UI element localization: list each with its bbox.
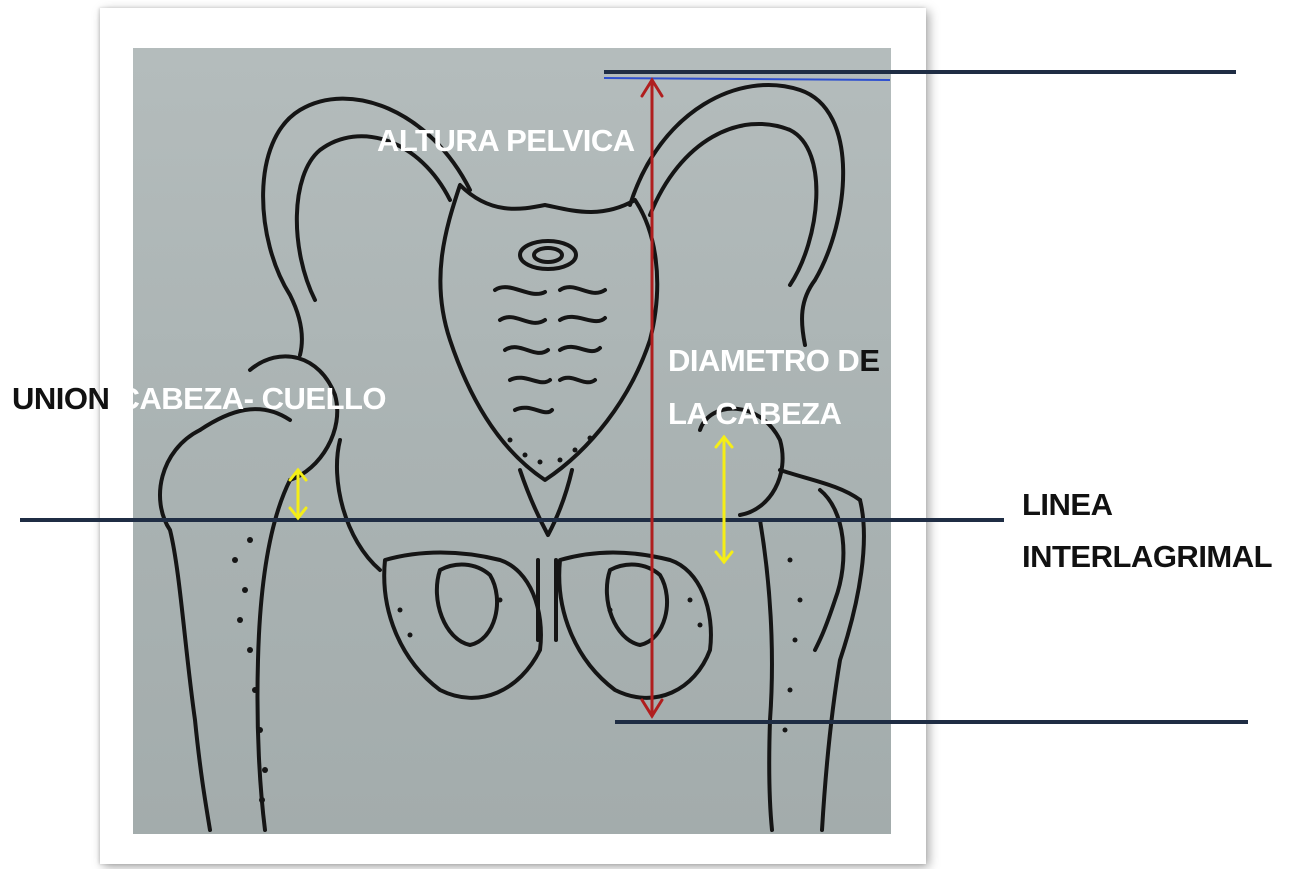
blue-edge-line [604, 78, 890, 80]
diametro-cabeza-label-line2: LA CABEZA [668, 393, 841, 435]
union-cabeza-cuello-label: UNION CABEZA- CUELLO [12, 378, 386, 420]
right-trochanter [815, 490, 843, 650]
right-femur-neck [780, 470, 860, 500]
left-femur-outer [160, 430, 210, 830]
union-label-part2: CABEZA- CUELLO [118, 381, 387, 416]
pelvic-height-arrow [642, 80, 662, 716]
diametro-part2: E [859, 343, 879, 378]
pelvis-drawing [160, 85, 864, 830]
diametro-part1: DIAMETRO D [668, 343, 859, 378]
altura-pelvica-label: ALTURA PELVICA [377, 120, 635, 162]
left-obturator [384, 553, 541, 698]
sacral-promontory [520, 241, 576, 269]
sacrum [440, 185, 657, 480]
stippling [232, 436, 803, 804]
right-obturator [559, 553, 711, 698]
left-femur-inner [257, 480, 290, 830]
head-diameter-arrow [716, 437, 732, 562]
right-iliac-inner [650, 124, 816, 285]
head-neck-arrow [290, 470, 306, 518]
right-iliac-wing [630, 85, 843, 345]
union-label-part1: UNION [12, 381, 109, 416]
left-acetabulum [337, 440, 380, 570]
diametro-cabeza-label-line1: DIAMETRO DE [668, 340, 880, 382]
linea-label-line2: INTERLAGRIMAL [1022, 536, 1272, 578]
linea-label-line1: LINEA [1022, 484, 1113, 526]
right-femur-inner [760, 520, 772, 830]
